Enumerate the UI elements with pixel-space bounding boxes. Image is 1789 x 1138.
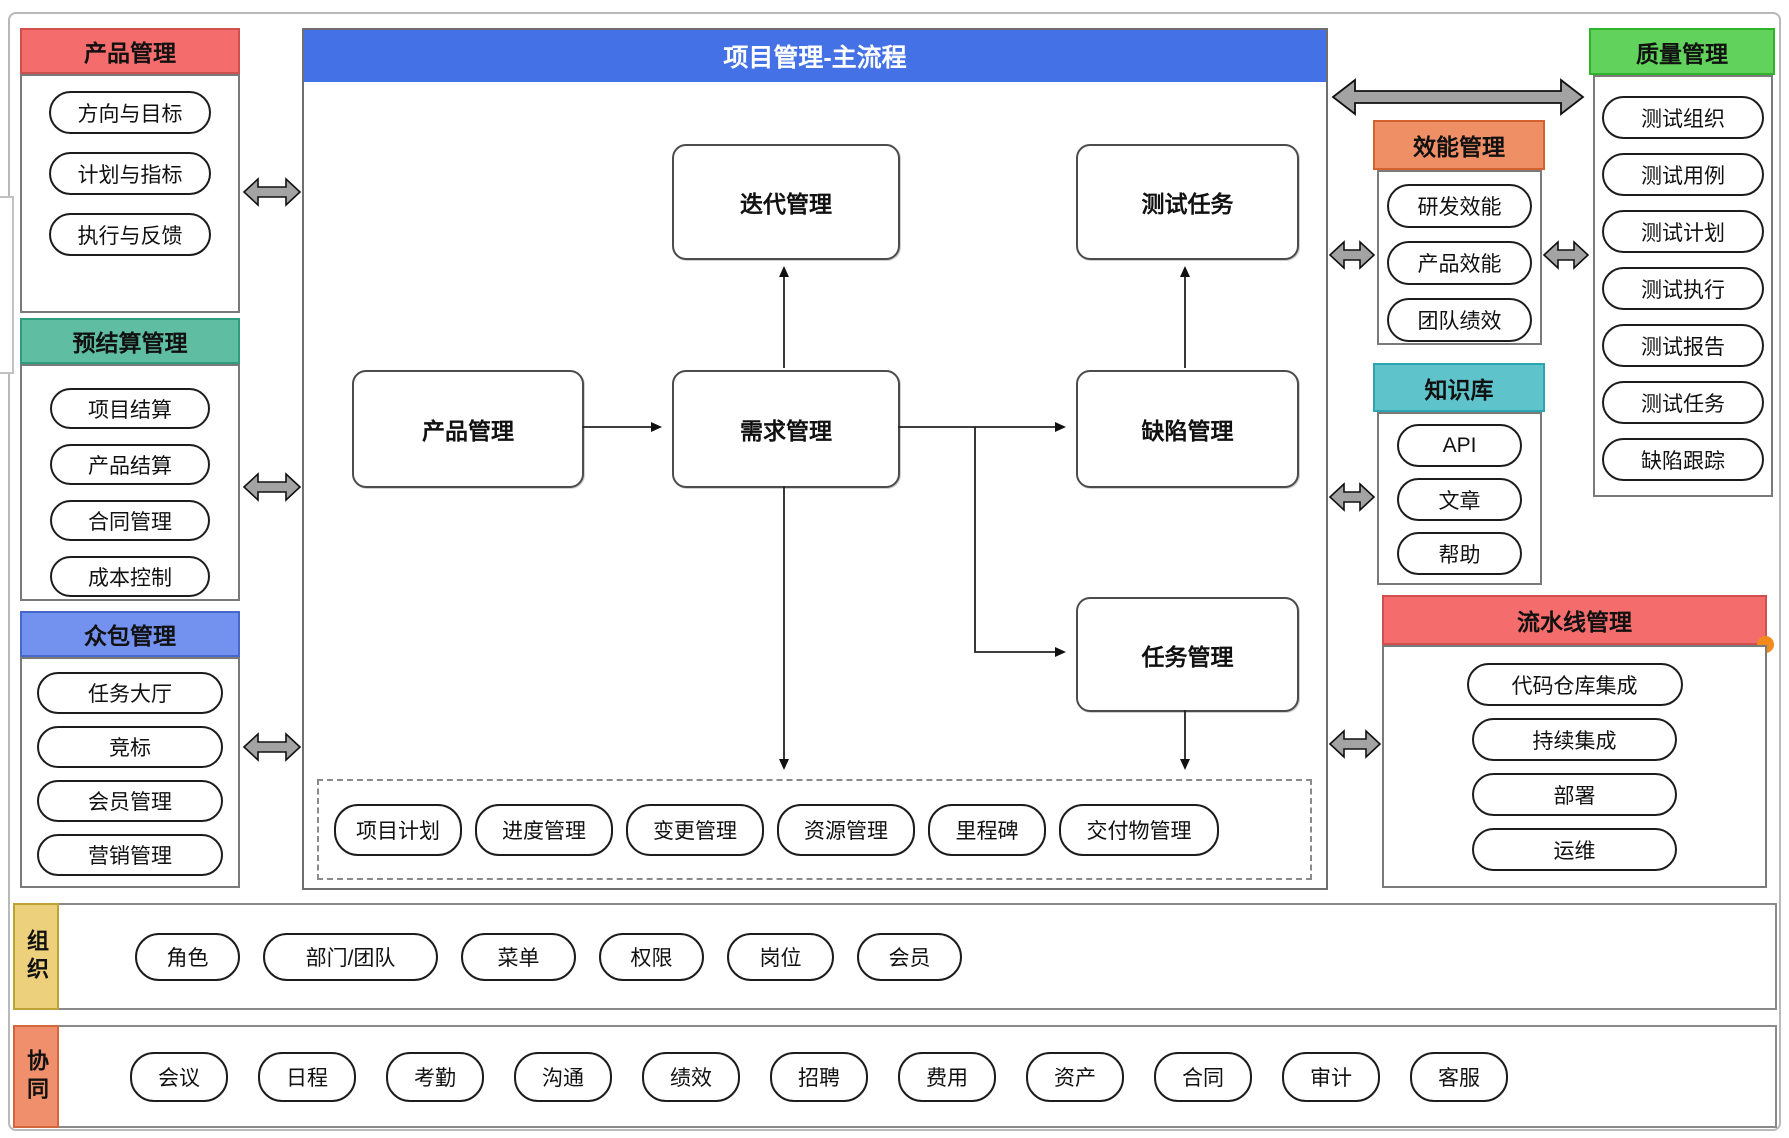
list-item[interactable]: 测试执行: [1602, 267, 1764, 310]
list-item[interactable]: 测试任务: [1602, 381, 1764, 424]
section-header-budget: 预结算管理: [20, 318, 240, 364]
collab-row-label: 协同: [13, 1025, 59, 1128]
list-item[interactable]: 菜单: [461, 932, 576, 981]
list-item[interactable]: 里程碑: [928, 803, 1046, 856]
collab-row-items: 会议 日程 考勤 沟通 绩效 招聘 费用 资产 合同 审计 客服: [130, 1027, 1508, 1126]
list-item[interactable]: 沟通: [514, 1051, 612, 1102]
flow-node-iteration[interactable]: 迭代管理: [672, 144, 900, 260]
list-item[interactable]: 研发效能: [1387, 184, 1532, 228]
list-item[interactable]: 测试用例: [1602, 153, 1764, 196]
section-header-pipeline: 流水线管理: [1382, 595, 1767, 645]
collab-row: 协同 会议 日程 考勤 沟通 绩效 招聘 费用 资产 合同 审计 客服: [13, 1025, 1777, 1128]
list-item[interactable]: 费用: [898, 1051, 996, 1102]
list-item[interactable]: 客服: [1410, 1051, 1508, 1102]
list-item[interactable]: 方向与目标: [49, 91, 211, 134]
list-item[interactable]: 会员管理: [37, 780, 223, 822]
list-item[interactable]: 产品效能: [1387, 241, 1532, 285]
section-body-crowdsource: 任务大厅 竞标 会员管理 营销管理: [20, 657, 240, 888]
list-item[interactable]: 合同管理: [50, 500, 210, 541]
list-item[interactable]: 绩效: [642, 1051, 740, 1102]
list-item[interactable]: 产品结算: [50, 444, 210, 485]
list-item[interactable]: 竞标: [37, 726, 223, 768]
flow-node-defect[interactable]: 缺陷管理: [1076, 370, 1299, 488]
org-row-label: 组织: [13, 903, 59, 1010]
section-header-product: 产品管理: [20, 28, 240, 74]
list-item[interactable]: 测试组织: [1602, 96, 1764, 139]
left-edge-artifact: [0, 196, 14, 374]
section-header-crowdsource: 众包管理: [20, 611, 240, 657]
list-item[interactable]: 进度管理: [475, 803, 613, 856]
list-item[interactable]: 计划与指标: [49, 152, 211, 195]
list-item[interactable]: 代码仓库集成: [1466, 663, 1683, 706]
list-item[interactable]: 角色: [135, 932, 240, 981]
list-item[interactable]: 会员: [857, 932, 962, 981]
list-item[interactable]: 部门/团队: [263, 932, 438, 981]
list-item[interactable]: 审计: [1282, 1051, 1380, 1102]
flow-node-requirement[interactable]: 需求管理: [672, 370, 900, 488]
list-item[interactable]: 日程: [258, 1051, 356, 1102]
list-item[interactable]: 测试报告: [1602, 324, 1764, 367]
list-item[interactable]: 变更管理: [626, 803, 764, 856]
flow-node-product[interactable]: 产品管理: [352, 370, 584, 488]
section-body-budget: 项目结算 产品结算 合同管理 成本控制: [20, 364, 240, 601]
list-item[interactable]: 持续集成: [1472, 718, 1677, 761]
section-header-efficiency: 效能管理: [1373, 120, 1545, 170]
section-body-pipeline: 代码仓库集成 持续集成 部署 运维: [1382, 645, 1767, 888]
list-item[interactable]: 招聘: [770, 1051, 868, 1102]
list-item[interactable]: 运维: [1472, 828, 1677, 871]
list-item[interactable]: 执行与反馈: [49, 213, 211, 256]
section-header-knowledge: 知识库: [1373, 363, 1545, 412]
list-item[interactable]: 缺陷跟踪: [1602, 438, 1764, 481]
list-item[interactable]: 权限: [599, 932, 704, 981]
list-item[interactable]: 部署: [1472, 773, 1677, 816]
list-item[interactable]: 营销管理: [37, 834, 223, 876]
outer-frame: [8, 12, 1781, 1131]
list-item[interactable]: 任务大厅: [37, 672, 223, 714]
main-flow-title: 项目管理-主流程: [304, 30, 1326, 82]
list-item[interactable]: 资源管理: [777, 803, 915, 856]
sub-process-group: 项目计划 进度管理 变更管理 资源管理 里程碑 交付物管理: [317, 779, 1312, 880]
list-item[interactable]: 成本控制: [50, 556, 210, 597]
list-item[interactable]: 岗位: [727, 932, 834, 981]
list-item[interactable]: 帮助: [1397, 532, 1522, 575]
list-item[interactable]: 项目结算: [50, 388, 210, 429]
section-body-knowledge: API 文章 帮助: [1377, 412, 1542, 585]
section-header-quality: 质量管理: [1589, 28, 1775, 75]
list-item[interactable]: 合同: [1154, 1051, 1252, 1102]
list-item[interactable]: 交付物管理: [1059, 803, 1219, 856]
flow-node-test-task[interactable]: 测试任务: [1076, 144, 1299, 260]
section-body-efficiency: 研发效能 产品效能 团队绩效: [1377, 170, 1542, 345]
main-flow-panel: 项目管理-主流程 迭代管理 测试任务 产品管理 需求管理 缺陷管理 任务管理 项…: [302, 28, 1328, 890]
list-item[interactable]: 项目计划: [334, 803, 462, 856]
list-item[interactable]: 资产: [1026, 1051, 1124, 1102]
section-body-product: 方向与目标 计划与指标 执行与反馈: [20, 74, 240, 313]
list-item[interactable]: 测试计划: [1602, 210, 1764, 253]
list-item[interactable]: 团队绩效: [1387, 298, 1532, 342]
org-row-items: 角色 部门/团队 菜单 权限 岗位 会员: [135, 905, 962, 1008]
list-item[interactable]: API: [1397, 424, 1522, 467]
list-item[interactable]: 考勤: [386, 1051, 484, 1102]
section-body-quality: 测试组织 测试用例 测试计划 测试执行 测试报告 测试任务 缺陷跟踪: [1593, 75, 1773, 497]
list-item[interactable]: 文章: [1397, 478, 1522, 521]
list-item[interactable]: 会议: [130, 1051, 228, 1102]
org-row: 组织 角色 部门/团队 菜单 权限 岗位 会员: [13, 903, 1777, 1010]
flow-node-task[interactable]: 任务管理: [1076, 597, 1299, 712]
